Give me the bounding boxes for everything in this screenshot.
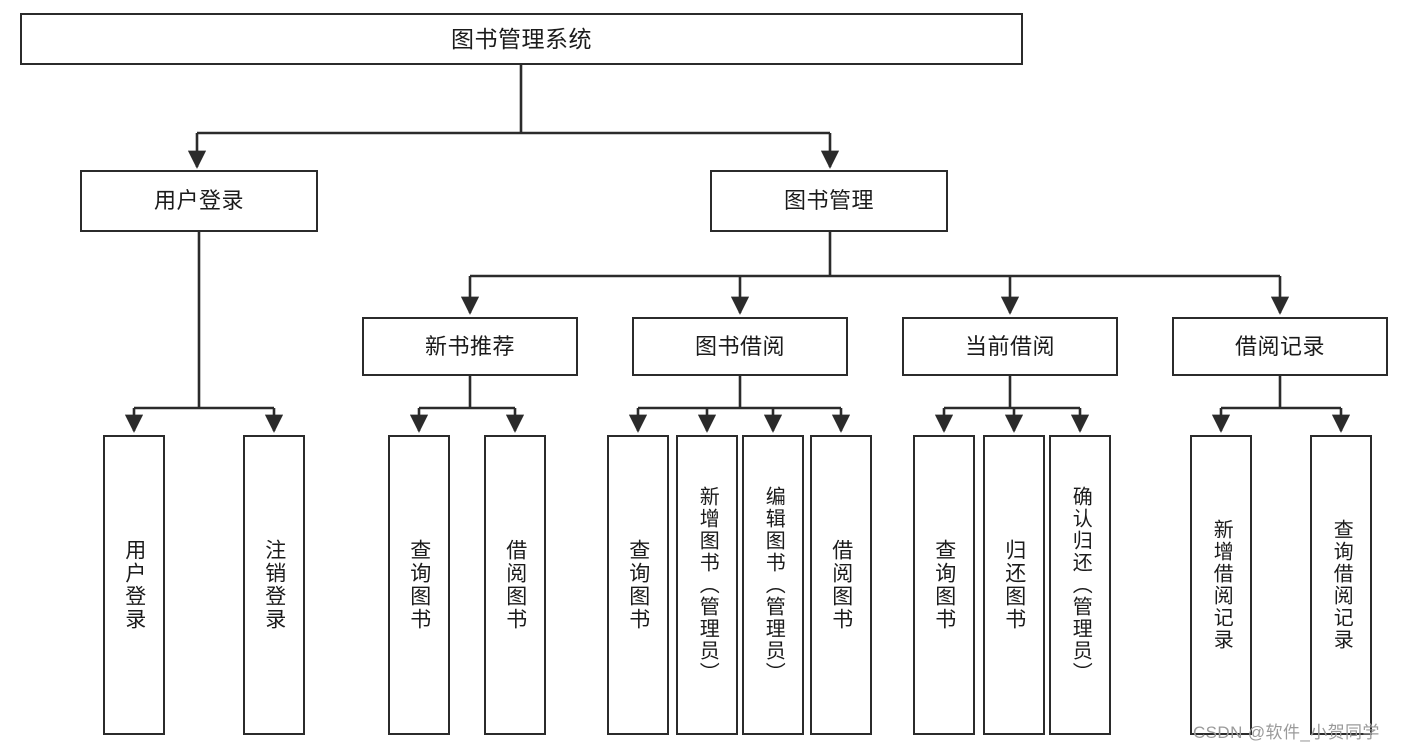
node-current-borrow[interactable]: 当前借阅	[902, 317, 1118, 376]
node-label: 注销登录	[262, 539, 286, 631]
node-label: 确认归还（管理员）	[1069, 486, 1092, 684]
node-label: 当前借阅	[964, 333, 1055, 359]
node-new-book-recommend[interactable]: 新书推荐	[362, 317, 578, 376]
leaf-borrow-book-borrow[interactable]: 借阅图书	[810, 435, 872, 735]
node-book-management[interactable]: 图书管理	[710, 170, 948, 232]
leaf-add-borrow-record[interactable]: 新增借阅记录	[1190, 435, 1252, 735]
node-label: 图书管理	[783, 188, 874, 214]
node-label: 归还图书	[1002, 539, 1026, 631]
node-label: 新书推荐	[424, 333, 515, 359]
leaf-return-book[interactable]: 归还图书	[983, 435, 1045, 735]
node-label: 新增借阅记录	[1210, 519, 1233, 651]
leaf-edit-book-admin[interactable]: 编辑图书（管理员）	[742, 435, 804, 735]
node-label: 查询图书	[932, 539, 956, 631]
watermark-csdn: CSDN @软件_小贺同学	[1193, 723, 1380, 742]
leaf-logout[interactable]: 注销登录	[243, 435, 305, 735]
node-book-borrow[interactable]: 图书借阅	[632, 317, 848, 376]
node-label: 借阅图书	[829, 539, 853, 631]
node-label: 查询图书	[626, 539, 650, 631]
node-label: 图书管理系统	[451, 25, 592, 52]
leaf-query-book-newbooks[interactable]: 查询图书	[388, 435, 450, 735]
leaf-user-login[interactable]: 用户登录	[103, 435, 165, 735]
leaf-confirm-return-admin[interactable]: 确认归还（管理员）	[1049, 435, 1111, 735]
leaf-borrow-book-newbooks[interactable]: 借阅图书	[484, 435, 546, 735]
node-root-system[interactable]: 图书管理系统	[20, 13, 1023, 65]
leaf-query-book-current[interactable]: 查询图书	[913, 435, 975, 735]
leaf-add-book-admin[interactable]: 新增图书（管理员）	[676, 435, 738, 735]
node-user-login[interactable]: 用户登录	[80, 170, 318, 232]
node-label: 用户登录	[122, 539, 146, 631]
node-label: 用户登录	[153, 188, 244, 214]
node-label: 查询借阅记录	[1330, 519, 1353, 651]
node-label: 借阅记录	[1234, 333, 1325, 359]
node-label: 编辑图书（管理员）	[762, 486, 785, 684]
node-label: 新增图书（管理员）	[696, 486, 719, 684]
node-label: 借阅图书	[503, 539, 527, 631]
node-borrow-records[interactable]: 借阅记录	[1172, 317, 1388, 376]
node-label: 图书借阅	[694, 333, 785, 359]
leaf-query-book-borrow[interactable]: 查询图书	[607, 435, 669, 735]
node-label: 查询图书	[407, 539, 431, 631]
leaf-query-borrow-record[interactable]: 查询借阅记录	[1310, 435, 1372, 735]
